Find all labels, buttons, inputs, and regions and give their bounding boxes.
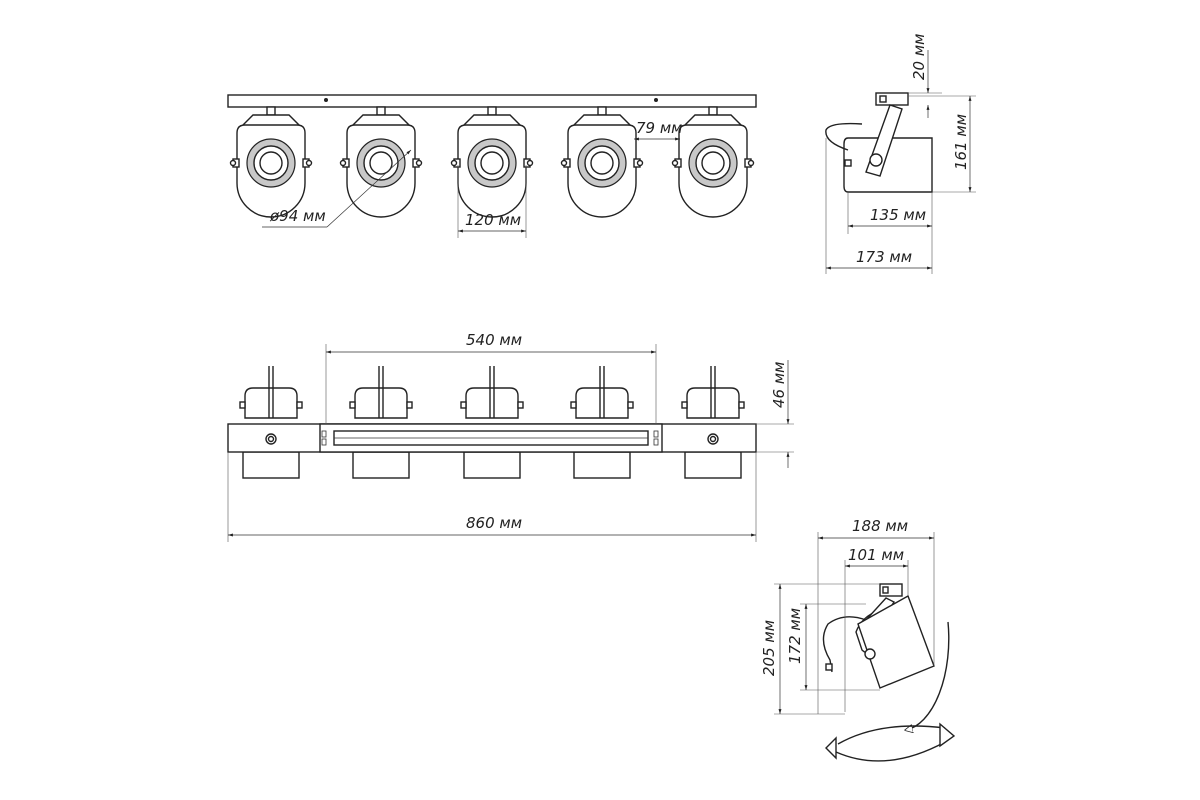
top-view: ø94 мм 120 мм 79 мм bbox=[227, 94, 757, 238]
head-length-label: 135 мм bbox=[870, 206, 926, 224]
side-view: 20 мм 161 мм 135 мм 173 мм bbox=[825, 34, 976, 274]
elev-head-4 bbox=[570, 365, 634, 479]
head-width-label: 120 мм bbox=[465, 211, 521, 229]
bar-hole-left bbox=[324, 98, 328, 102]
spotlight-head-3 bbox=[450, 106, 534, 218]
center-spacing-label: 540 мм bbox=[466, 331, 522, 349]
diameter-leader bbox=[326, 149, 412, 228]
bar-hole-right bbox=[654, 98, 658, 102]
tilt-view: 188 мм 101 мм 205 мм 172 мм bbox=[760, 517, 956, 762]
elev-head-1 bbox=[239, 365, 303, 479]
mount-height-label: 20 мм bbox=[910, 34, 928, 81]
spotlight-head-1 bbox=[229, 106, 313, 218]
tilt-height-label: 205 мм bbox=[760, 620, 778, 676]
side-height-label: 161 мм bbox=[952, 114, 970, 170]
total-depth-label: 173 мм bbox=[856, 248, 912, 266]
front-elevation: 540 мм 46 мм 860 мм bbox=[227, 331, 794, 542]
elev-head-5 bbox=[681, 365, 745, 479]
rotation-arrow-icon bbox=[825, 722, 956, 762]
elev-head-3 bbox=[460, 365, 524, 479]
spotlight-head-5 bbox=[671, 106, 755, 218]
spotlight-head-2 bbox=[339, 106, 423, 218]
mounting-bar-top bbox=[227, 94, 757, 108]
spotlight-head-4 bbox=[560, 106, 644, 218]
lens-diameter-label: ø94 мм bbox=[269, 207, 326, 225]
elev-head-2 bbox=[349, 365, 413, 479]
head-gap-label: 79 мм bbox=[636, 119, 683, 137]
tilt-head-height-label: 172 мм bbox=[786, 608, 804, 664]
bar-height-label: 46 мм bbox=[770, 362, 788, 409]
tilt-width-label: 188 мм bbox=[852, 517, 908, 535]
tilt-head-width-label: 101 мм bbox=[848, 546, 904, 564]
total-length-label: 860 мм bbox=[466, 514, 522, 532]
